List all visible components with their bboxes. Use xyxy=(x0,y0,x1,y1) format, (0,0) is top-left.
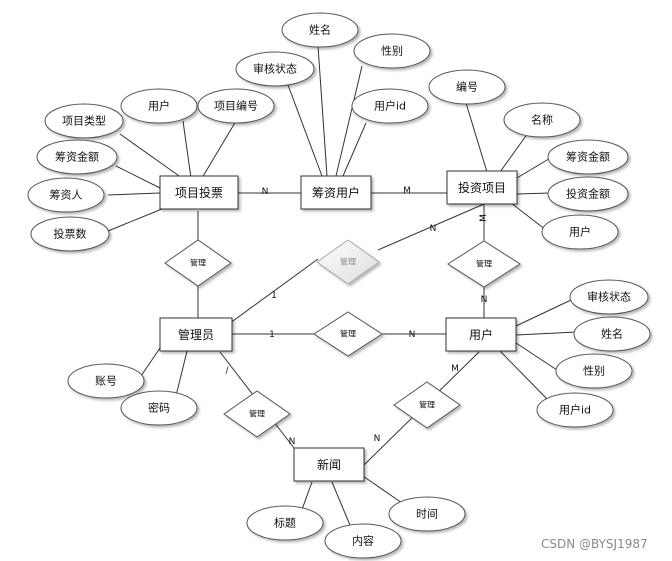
attribute-label: 筹资人 xyxy=(50,188,83,202)
entity-label: 筹资用户 xyxy=(312,185,360,200)
attr-tz-bianhao xyxy=(428,69,506,105)
entity-touzi-xiangmu xyxy=(446,170,518,205)
attribute-label: 内容 xyxy=(352,534,374,548)
attribute-label: 用户id xyxy=(559,403,591,417)
entity-xiangmu-toupiao xyxy=(159,175,239,210)
relationship-label: 管理 xyxy=(419,400,435,410)
attribute-label: 筹资金额 xyxy=(55,150,99,164)
entity-guanliyuan xyxy=(159,317,233,352)
entity-label: 管理员 xyxy=(178,327,214,342)
attr-xm-bianhao xyxy=(197,88,275,124)
rel-xiangmu-yonghu xyxy=(447,240,521,288)
attr-yh-xingming xyxy=(573,316,651,352)
attribute-label: 审核状态 xyxy=(587,290,631,304)
attribute-label: 姓名 xyxy=(601,327,623,341)
rel-yonghu-xinwen xyxy=(393,381,461,429)
entity-label: 项目投票 xyxy=(175,185,223,200)
cardinality-label: M xyxy=(403,186,411,196)
attr-cz-xingbie xyxy=(353,33,431,69)
attr-cz-xingming xyxy=(281,12,359,48)
attr-cz-yonghuid xyxy=(351,88,429,124)
attr-yh-xingbie xyxy=(555,353,633,389)
attribute-label: 用户 xyxy=(148,99,170,113)
entity-yonghu xyxy=(445,317,517,352)
attribute-label: 密码 xyxy=(148,401,170,415)
entity-xinwen xyxy=(293,447,365,482)
cardinality-label: N xyxy=(430,224,437,234)
attr-tz-chouzi-jine xyxy=(547,139,629,175)
relationship-label: 管理 xyxy=(190,258,206,268)
entity-chouzi-yonghu xyxy=(300,175,372,210)
attr-xw-biaoti xyxy=(246,505,324,541)
attribute-label: 投资金额 xyxy=(566,187,610,201)
attribute-label: 账号 xyxy=(95,375,117,388)
attribute-label: 性别 xyxy=(381,44,403,58)
attr-tz-yonghu xyxy=(541,214,619,250)
attr-tz-touzi-jine xyxy=(547,176,629,212)
attribute-label: 用户 xyxy=(569,225,591,239)
cardinality-label: N xyxy=(262,187,269,197)
cardinality-label: N xyxy=(374,434,381,444)
cardinality-label: N xyxy=(481,295,488,305)
attribute-label: 名称 xyxy=(531,113,553,127)
cardinality-label: M xyxy=(451,364,459,374)
cardinality-label: 1 xyxy=(271,291,277,301)
attr-xm-leixing xyxy=(44,103,124,139)
attribute-label: 性别 xyxy=(583,364,605,378)
attribute-label: 审核状态 xyxy=(253,62,297,76)
attr-tz-mingcheng xyxy=(503,102,581,138)
entity-label: 用户 xyxy=(469,327,493,342)
attr-xm-yonghu xyxy=(120,88,198,124)
attribute-label: 时间 xyxy=(416,508,438,521)
entity-label: 投资项目 xyxy=(458,180,506,195)
attr-yh-shenhe xyxy=(569,279,649,315)
attr-gl-mima xyxy=(120,390,198,426)
attr-cz-shenhe xyxy=(235,51,315,87)
attr-xw-neirong xyxy=(324,523,402,559)
rel-guanliyuan-yonghu xyxy=(313,311,383,357)
watermark: CSDN @BYSJ1987 xyxy=(541,537,648,551)
attribute-label: 编号 xyxy=(456,80,478,94)
attribute-label: 投票数 xyxy=(54,227,87,241)
cardinality-label: N xyxy=(289,437,296,447)
attribute-label: 姓名 xyxy=(309,23,331,37)
rel-guanliyuan-xinwen xyxy=(223,390,291,438)
attr-xm-toupiaoshu xyxy=(30,216,110,252)
attr-yh-yonghuid xyxy=(536,392,614,428)
cardinality-label: 1 xyxy=(269,330,275,340)
attr-xm-chouziren xyxy=(27,177,105,213)
cardinality-label: / xyxy=(225,366,229,376)
cardinality-label: M xyxy=(479,214,489,222)
rel-toupiao-guanliyuan xyxy=(164,239,232,287)
rel-guanliyuan-xiangmu xyxy=(316,239,380,285)
entity-label: 新闻 xyxy=(317,457,341,472)
attribute-label: 筹资金额 xyxy=(566,150,610,164)
attr-xm-chouzi-jine xyxy=(36,139,118,175)
attr-gl-zhanghao xyxy=(67,363,145,399)
relationship-label: 管理 xyxy=(476,259,492,269)
attr-xw-shijian xyxy=(388,496,466,532)
relationship-label: 管理 xyxy=(340,257,356,267)
attribute-label: 用户id xyxy=(374,99,406,113)
relationship-label: 管理 xyxy=(340,329,356,339)
attribute-label: 项目编号 xyxy=(214,99,258,113)
attribute-label: 标题 xyxy=(274,516,296,530)
relationship-label: 管理 xyxy=(249,409,265,419)
attribute-label: 项目类型 xyxy=(62,114,106,128)
cardinality-label: N xyxy=(409,330,416,340)
